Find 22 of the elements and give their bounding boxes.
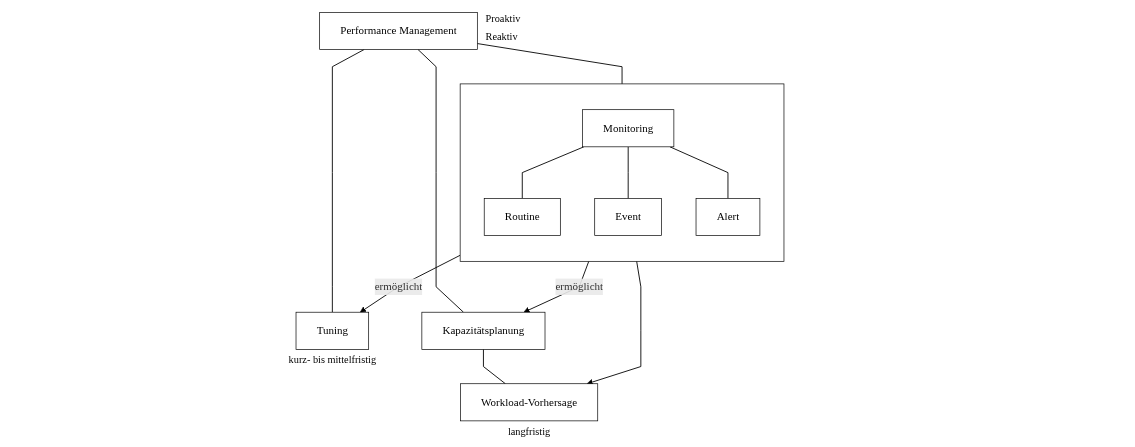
connector — [521, 146, 585, 199]
node-box: Alert — [695, 198, 761, 236]
edge-label: ermöglicht — [374, 280, 423, 293]
cluster — [459, 83, 785, 262]
node-box: Kapazitätsplanung — [421, 311, 546, 350]
connector — [483, 348, 506, 385]
connector — [417, 49, 464, 313]
note-text: kurz- bis mittelfristig — [288, 354, 377, 366]
node-box: Workload-Vorhersage — [460, 383, 599, 422]
edge-label: ermöglicht — [555, 280, 604, 293]
note-text: Proaktiv — [485, 13, 521, 24]
node-box: Performance Management — [319, 12, 478, 50]
note-text: Reaktiv — [485, 30, 518, 42]
note-text: langfristig — [507, 425, 551, 437]
connector — [669, 146, 729, 199]
connector — [627, 146, 629, 199]
node-box: Routine — [483, 198, 561, 236]
node-box: Monitoring — [582, 109, 675, 148]
node-box: Event — [594, 198, 662, 236]
connector — [331, 49, 365, 313]
connector — [476, 43, 623, 85]
node-box: Tuning — [295, 311, 370, 350]
